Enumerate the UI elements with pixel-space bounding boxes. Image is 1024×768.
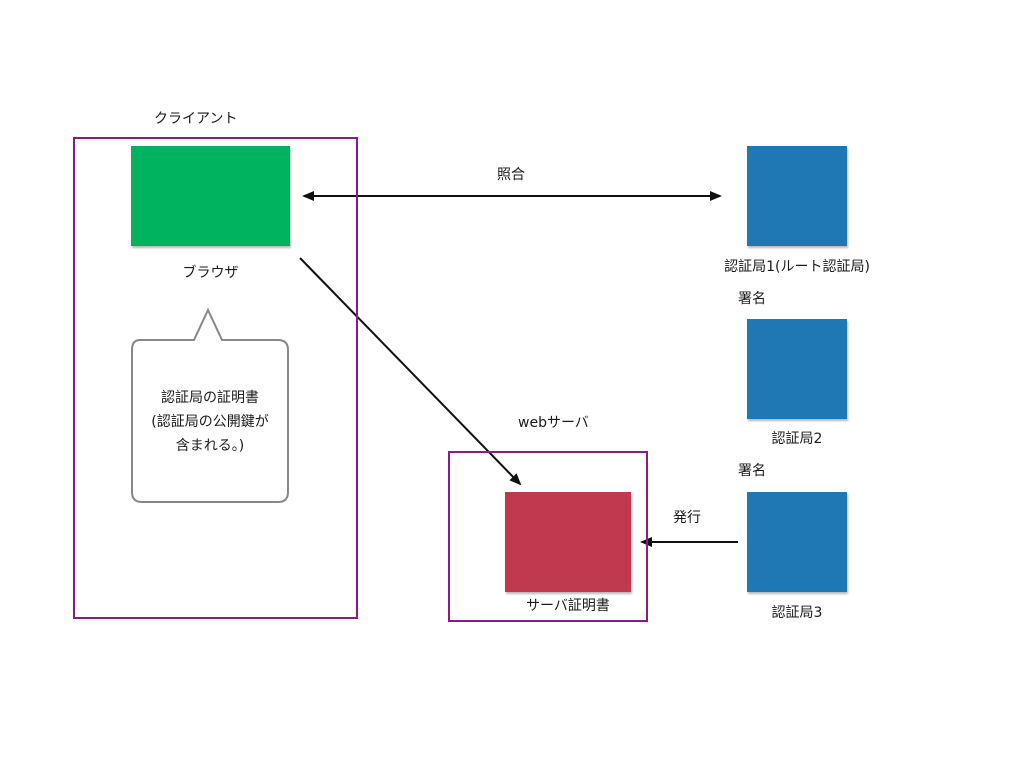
server-title: webサーバ (518, 415, 589, 431)
ca2-box (747, 319, 847, 419)
client-frame (73, 137, 358, 619)
server-frame (448, 451, 648, 622)
verify-label: 照合 (497, 167, 525, 183)
bubble-line-3: 含まれる。) (175, 438, 245, 454)
server-cert-box (505, 492, 631, 592)
speech-bubble (131, 307, 289, 503)
ca1-box (747, 146, 847, 246)
bubble-text: 認証局の証明書 (認証局の公開鍵が 含まれる。) (132, 386, 288, 458)
browser-box (131, 146, 290, 246)
server-cert-label: サーバ証明書 (526, 598, 610, 614)
sign-label-1: 署名 (738, 291, 766, 307)
ca3-label: 認証局3 (771, 605, 823, 621)
bubble-line-1: 認証局の証明書 (161, 390, 259, 406)
client-title: クライアント (154, 111, 238, 127)
ca1-label: 認証局1(ルート認証局) (724, 259, 870, 275)
browser-label: ブラウザ (182, 265, 239, 281)
ca2-label: 認証局2 (771, 431, 823, 447)
browser-to-server-arrow (299, 257, 522, 486)
sign-label-2: 署名 (738, 463, 766, 479)
issue-label: 発行 (673, 510, 701, 526)
ca3-box (747, 492, 847, 592)
bubble-line-2: (認証局の公開鍵が (151, 414, 269, 430)
